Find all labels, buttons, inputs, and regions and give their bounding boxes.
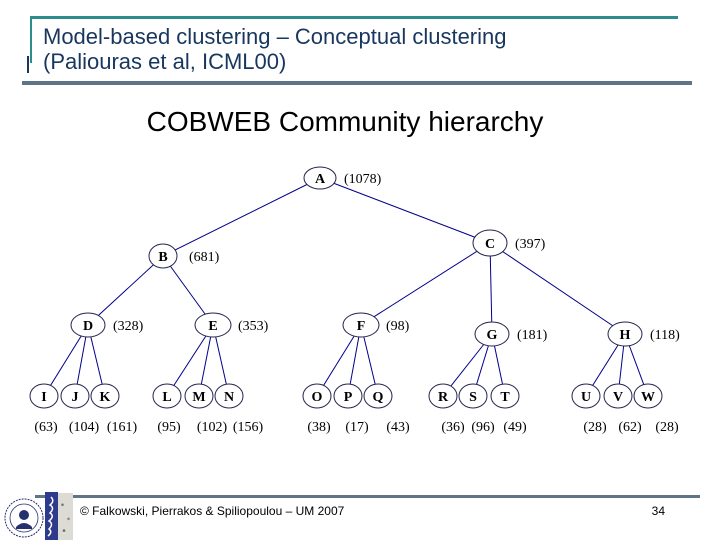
node-t-label: T <box>500 390 510 405</box>
node-s-count: (96) <box>471 420 495 435</box>
node-j-label: J <box>72 390 79 405</box>
node-c <box>472 229 508 257</box>
node-d-count: (328) <box>113 319 144 334</box>
node-t-count: (49) <box>503 420 527 435</box>
node-b <box>148 243 178 269</box>
node-v-label: V <box>613 390 623 405</box>
title-left-accent-line <box>30 16 32 63</box>
node-e-count: (353) <box>238 319 269 334</box>
edge-b-e <box>162 255 214 326</box>
node-k-count: (161) <box>107 420 138 435</box>
node-n-label: N <box>224 390 234 405</box>
node-t <box>490 383 520 409</box>
node-o-count: (38) <box>307 420 331 435</box>
node-r-count: (36) <box>441 420 465 435</box>
node-j <box>60 383 90 409</box>
node-d <box>70 312 106 338</box>
node-l <box>152 383 182 409</box>
node-q-label: Q <box>373 390 384 405</box>
node-i <box>29 383 59 409</box>
diagram-heading: COBWEB Community hierarchy <box>146 106 544 137</box>
research-group-logo <box>45 492 58 540</box>
slide-title: Model-based clustering – Conceptual clus… <box>43 24 683 74</box>
node-d-label: D <box>83 319 93 334</box>
node-w <box>633 383 663 409</box>
edge-d-i <box>43 324 89 397</box>
edge-b-d <box>87 255 164 326</box>
node-q <box>363 383 393 409</box>
node-h-label: H <box>620 328 631 343</box>
node-m <box>184 383 214 409</box>
node-o <box>302 383 332 409</box>
node-n-count: (156) <box>233 420 264 435</box>
node-o-label: O <box>312 390 323 405</box>
node-a-count: (1078) <box>344 172 382 187</box>
node-s <box>458 383 488 409</box>
node-p-count: (17) <box>345 420 369 435</box>
node-j-count: (104) <box>69 420 100 435</box>
node-w-count: (28) <box>655 420 679 435</box>
edge-c-h <box>489 242 626 335</box>
university-seal-logo <box>4 498 44 538</box>
edge-c-f <box>360 242 491 326</box>
node-e <box>194 312 232 338</box>
node-l-count: (95) <box>157 420 181 435</box>
node-m-label: M <box>192 390 205 405</box>
node-u <box>571 383 601 409</box>
node-r-label: R <box>438 390 449 405</box>
node-u-label: U <box>581 390 591 405</box>
node-a-label: A <box>315 172 326 187</box>
node-b-count: (681) <box>189 250 220 265</box>
sketch-logo <box>58 493 73 540</box>
node-p <box>333 383 363 409</box>
node-g <box>474 321 510 347</box>
node-p-label: P <box>344 390 353 405</box>
node-f-label: F <box>357 319 366 334</box>
node-f <box>342 312 380 338</box>
node-g-label: G <box>487 328 498 343</box>
edge-e-l <box>166 324 214 397</box>
node-c-label: C <box>485 237 495 252</box>
node-i-label: I <box>41 390 46 405</box>
edge-f-o <box>316 324 362 397</box>
node-h-count: (118) <box>650 328 680 343</box>
tree-counts: (1078) (681) (397) (328) (353) (98) (181… <box>34 172 680 435</box>
title-top-accent-line <box>30 16 678 19</box>
slide-title-line1: Model-based clustering – Conceptual clus… <box>43 24 507 49</box>
edge-c-g <box>489 242 493 335</box>
node-v-count: (62) <box>618 420 642 435</box>
research-group-logo-glyph <box>47 496 54 537</box>
node-q-count: (43) <box>386 420 410 435</box>
node-k-label: K <box>100 390 111 405</box>
node-g-count: (181) <box>517 328 548 343</box>
node-m-count: (102) <box>197 420 228 435</box>
page-number: 34 <box>651 504 665 518</box>
node-l-label: L <box>162 390 171 405</box>
edge-a-b <box>162 177 321 257</box>
title-left-dark-tick <box>27 56 29 73</box>
node-n <box>214 383 244 409</box>
node-f-count: (98) <box>386 319 410 334</box>
node-w-label: W <box>641 390 655 405</box>
node-i-count: (63) <box>34 420 58 435</box>
university-seal-icon <box>4 498 44 538</box>
node-s-label: S <box>469 390 477 405</box>
node-u-count: (28) <box>583 420 607 435</box>
node-h <box>607 321 643 347</box>
node-k <box>90 383 120 409</box>
tree-nodes: A B C D E F G H I J K L M N O P Q R S T … <box>29 166 663 409</box>
node-a <box>303 166 337 190</box>
node-v <box>603 383 633 409</box>
footer-credit: © Falkowski, Pierrakos & Spiliopoulou – … <box>80 504 345 518</box>
slide-title-line2: (Paliouras et al, ICML00) <box>43 49 287 74</box>
title-underline <box>22 81 692 85</box>
footer-divider-line <box>35 495 700 498</box>
node-b-label: B <box>158 250 167 265</box>
edge-a-c <box>319 177 491 244</box>
node-e-label: E <box>208 319 217 334</box>
node-r <box>428 383 458 409</box>
node-c-count: (397) <box>515 237 546 252</box>
cobweb-tree-diagram: A B C D E F G H I J K L M N O P Q R S T … <box>29 166 680 435</box>
tree-edges <box>43 177 649 397</box>
